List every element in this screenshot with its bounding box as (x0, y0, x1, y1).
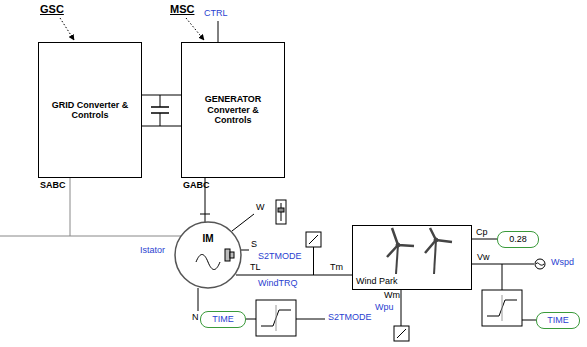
signal-name: WindTRQ (258, 279, 298, 289)
converter-box: GENERATOR Converter & Controls (181, 42, 285, 178)
wm-wire (401, 290, 402, 326)
slider-symbol (276, 200, 286, 224)
callout-label: GSC (40, 3, 64, 15)
callout-label: MSC (170, 3, 194, 15)
cp-wire (472, 239, 497, 240)
signal-name: CTRL (204, 9, 228, 19)
node-text: Wind Park (356, 276, 398, 286)
power-wire (70, 178, 181, 236)
node-text: TIME (212, 314, 234, 324)
wind-park-box: Wind Park (352, 225, 472, 290)
pin-name: Wm (384, 291, 400, 301)
time-input: TIME (200, 311, 246, 328)
node-text: GRID Converter & Controls (45, 100, 135, 121)
speed-wire (232, 214, 254, 231)
machine-circle: IM (174, 221, 242, 289)
turbine-symbol (387, 228, 452, 274)
pin-name: Vw (477, 253, 490, 263)
node-text: GENERATOR Converter & Controls (188, 94, 278, 125)
source-symbol (535, 259, 545, 269)
port-name: SABC (40, 181, 66, 191)
pin-name: N (192, 313, 199, 323)
signal-name: Istator (140, 246, 165, 256)
pin-name: Cp (476, 228, 488, 238)
step-block (482, 264, 536, 326)
shaft-symbol (225, 249, 234, 261)
machine-ring (175, 222, 241, 288)
time-input: TIME (536, 312, 580, 329)
power-wire (142, 95, 181, 96)
port-name: GABC (183, 181, 210, 191)
signal-name: Wspd (551, 258, 574, 268)
signal-name: S2TMODE (258, 252, 302, 262)
step-block (246, 300, 325, 336)
sine-symbol (196, 255, 220, 270)
torque-wire (236, 275, 352, 276)
callout-arrow (186, 18, 204, 40)
pin-name: S (251, 240, 257, 250)
signal-name: Wpu (375, 303, 394, 313)
meter-symbol (306, 232, 321, 275)
grid-wire (0, 236, 70, 237)
constant-box: 0.28 (497, 231, 539, 248)
mode-wire (241, 250, 249, 251)
node-text: TIME (547, 315, 569, 325)
meter-symbol (394, 326, 409, 341)
pin-name: TL (250, 263, 261, 273)
node-text: IM (202, 233, 213, 245)
node-text: 0.28 (509, 234, 527, 244)
pin-name: W (256, 203, 265, 213)
signal-name: S2TMODE (328, 313, 372, 323)
pin-name: Tm (330, 263, 343, 273)
ctrl-wire (218, 21, 219, 42)
machine-outline (174, 221, 242, 289)
converter-box: GRID Converter & Controls (38, 42, 142, 178)
capacitor-symbol (140, 95, 181, 126)
callout-arrow (60, 18, 74, 40)
vw-wire (472, 264, 534, 265)
neutral-wire (198, 288, 199, 311)
